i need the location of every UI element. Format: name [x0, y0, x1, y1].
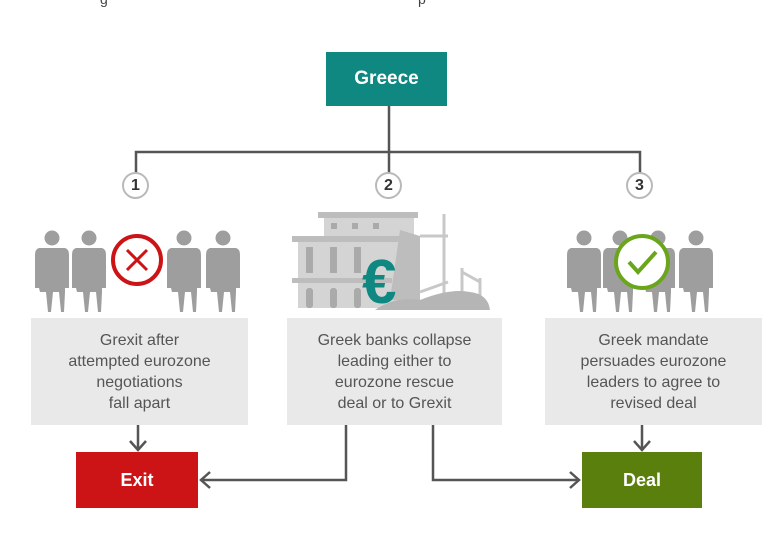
- cropped-text-fragment: p: [418, 0, 426, 7]
- arrowhead: [633, 440, 651, 452]
- cropped-text-fragment: g: [100, 0, 108, 7]
- check-icon: [614, 234, 670, 290]
- scenario-number-1: 1: [122, 172, 149, 199]
- root-label: Greece: [354, 68, 419, 89]
- scenario-number-3: 3: [626, 172, 653, 199]
- outcome-deal: Deal: [582, 452, 702, 508]
- cross-icon: [111, 234, 163, 286]
- scenario-description-3: Greek mandate persuades eurozone leaders…: [545, 318, 762, 425]
- svg-text:€: €: [362, 248, 396, 317]
- number-label: 3: [635, 176, 644, 194]
- deal-label: Deal: [622, 469, 662, 490]
- arrowhead: [199, 471, 211, 489]
- root-node-greece: Greece: [326, 52, 447, 106]
- arrow-2-deal: [431, 425, 579, 482]
- scenario-description-2: Greek banks collapse leading either to e…: [287, 318, 502, 425]
- number-label: 2: [384, 176, 393, 194]
- arrowhead: [569, 471, 581, 489]
- arrow-2-exit: [201, 425, 348, 482]
- scenario-description-1: Grexit after attempted eurozone negotiat…: [31, 318, 248, 425]
- number-label: 1: [131, 176, 140, 194]
- exit-label: Exit: [120, 469, 154, 490]
- euro-icon: €: [362, 248, 396, 317]
- arrowhead: [129, 440, 147, 452]
- outcome-exit: Exit: [76, 452, 198, 508]
- scenario-number-2: 2: [375, 172, 402, 199]
- collapsed-bank-icon: [292, 212, 490, 310]
